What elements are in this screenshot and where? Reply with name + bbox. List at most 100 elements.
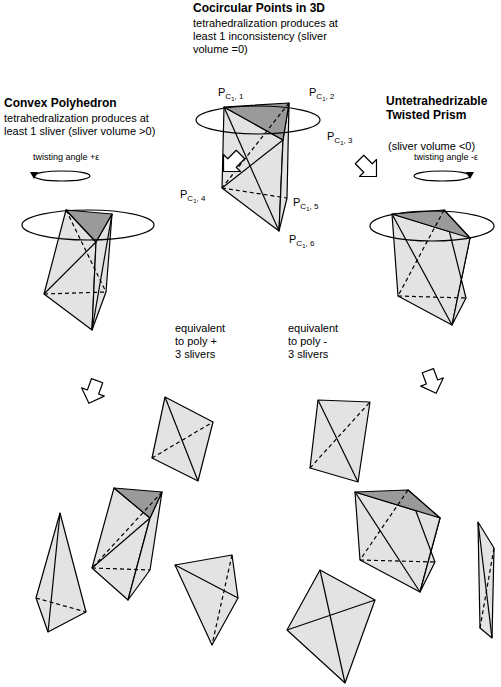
tetra-face [175, 555, 238, 645]
section-heading: Untetrahedrizable Twisted Prism [386, 94, 498, 122]
subscript: , 2 [325, 92, 334, 101]
sliver-tetrahedron [152, 397, 213, 481]
tetra-edge [318, 400, 358, 482]
polyhedron-top-face [355, 490, 440, 518]
sub-subscript: 1 [302, 243, 305, 249]
tetra-face [36, 513, 86, 632]
subscript: , 5 [309, 202, 318, 211]
twist-mark [414, 171, 474, 181]
point-letter: P [327, 130, 334, 142]
hidden-edge [44, 292, 106, 294]
hidden-edge [92, 492, 162, 568]
sub-subscript: 1 [193, 198, 196, 204]
polyhedron-edge [355, 492, 420, 592]
prism-edge [392, 214, 452, 325]
sliver-tetrahedron [175, 555, 238, 645]
point-label: PC1, 2 [309, 86, 334, 101]
tetra-face [478, 522, 494, 638]
rotation-ellipse [414, 171, 470, 181]
sliver-tetrahedron [310, 400, 370, 482]
point-letter: P [289, 233, 296, 245]
sliver-tetrahedron [478, 522, 494, 638]
core-polyhedron [92, 488, 162, 600]
hidden-edge [480, 548, 494, 628]
tetra-edge [48, 513, 60, 632]
hidden-edge [360, 560, 435, 562]
tetra-face [310, 400, 370, 482]
tetra-edge [478, 522, 492, 638]
sub-subscript: 1 [340, 140, 343, 146]
section-heading: Cocircular Points in 3D [193, 1, 325, 15]
point-letter: P [309, 86, 316, 98]
hidden-edge [398, 296, 466, 298]
point-letter: P [218, 86, 225, 98]
polyhedron-edge [44, 242, 96, 294]
hidden-edge [152, 422, 213, 458]
block-arrow [215, 146, 249, 180]
subscript: C [187, 194, 193, 203]
hidden-edge [36, 598, 86, 612]
subscript: , 6 [305, 239, 314, 248]
subscript: , 1 [234, 92, 243, 101]
description-text: tetrahedralization produces at least 1 i… [193, 17, 345, 56]
description-text: (sliver volume <0) [388, 140, 475, 153]
rotation-ellipse [34, 171, 90, 181]
section-heading: Convex Polyhedron [4, 96, 117, 110]
hidden-edge [222, 103, 289, 188]
circumcircle [196, 106, 320, 134]
subscript: , 3 [343, 136, 352, 145]
twisted-prism [370, 210, 494, 325]
subscript: C [225, 92, 231, 101]
tetra-edge [320, 570, 345, 683]
equivalence-note: equivalent to poly - 3 slivers [288, 322, 336, 361]
point-label: PC1, 3 [327, 130, 352, 145]
tetra-edge [287, 600, 375, 630]
hidden-edge [66, 210, 106, 292]
point-letter: P [293, 196, 300, 208]
rotation-arrowhead [30, 172, 38, 179]
polyhedron-edge [92, 518, 150, 568]
core-polyhedron [355, 490, 440, 592]
hidden-edge [310, 402, 370, 468]
block-arrow [417, 367, 448, 398]
hidden-edge [360, 490, 408, 560]
point-label: PC1, 5 [293, 196, 318, 211]
point-label: PC1, 4 [180, 188, 205, 203]
cocircular-prism [196, 103, 320, 231]
block-arrow [78, 377, 109, 408]
point-label: PC1, 1 [218, 86, 243, 101]
point-letter: P [180, 188, 187, 200]
tetra-face [287, 570, 375, 683]
equivalence-note: equivalent to poly + 3 slivers [175, 322, 223, 361]
hidden-edge [212, 555, 232, 645]
subscript: , 4 [196, 194, 205, 203]
subscript: C [300, 202, 306, 211]
rotation-arrowhead [466, 172, 474, 179]
twist-label: twisting angle -ε [414, 152, 478, 163]
circumcircle [370, 211, 494, 241]
prism-top-face [392, 210, 470, 238]
tetra-edge [165, 397, 198, 481]
sub-subscript: 1 [322, 96, 325, 102]
hidden-edge [222, 188, 287, 198]
point-label: PC1, 6 [289, 233, 314, 248]
subscript: C [316, 92, 322, 101]
hidden-edge [92, 568, 150, 570]
subscript: C [334, 136, 340, 145]
convex-polyhedron [22, 210, 154, 330]
subscript: C [296, 239, 302, 248]
block-arrow [351, 151, 385, 185]
sliver-tetrahedron [36, 513, 86, 632]
circumcircle [22, 210, 154, 240]
sliver-tetrahedron [287, 570, 375, 683]
description-text: tetrahedralization produces at least 1 s… [4, 112, 156, 138]
twist-label: twisting angle +ε [33, 152, 99, 163]
tetra-face [152, 397, 213, 481]
sub-subscript: 1 [306, 206, 309, 212]
sub-subscript: 1 [231, 96, 234, 102]
twist-mark [30, 171, 90, 181]
polyhedron-top-face [114, 488, 162, 518]
polyhedron-top-face [66, 210, 112, 242]
polyhedron-edge [92, 214, 112, 330]
